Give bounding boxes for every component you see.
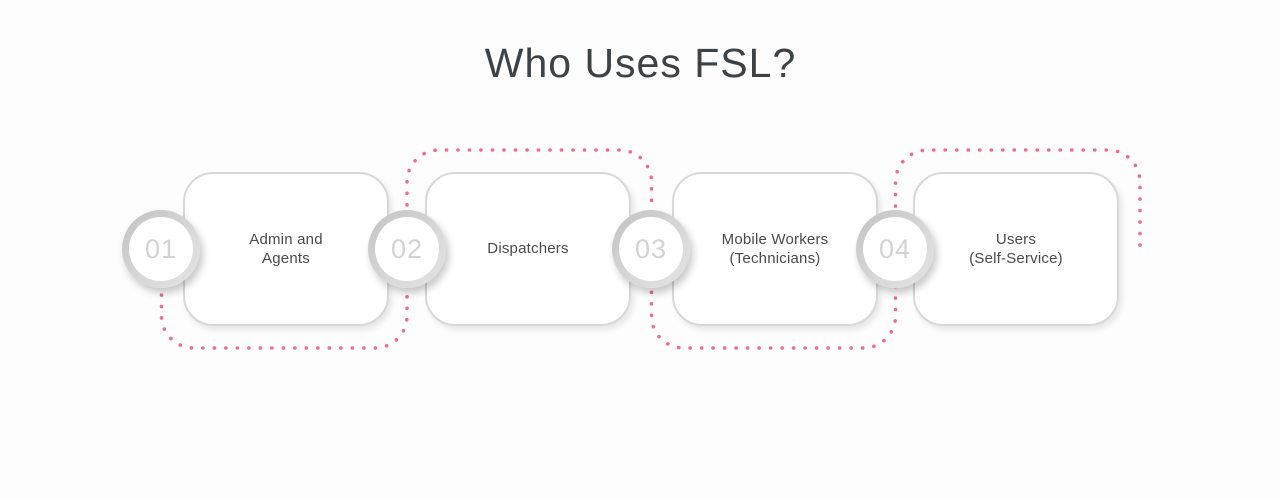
step-label: Dispatchers (487, 240, 569, 258)
step-number: 02 (390, 233, 424, 264)
step-box-dispatchers: Dispatchers (425, 172, 631, 326)
step-box-users-self-service: Users (Self-Service) (913, 172, 1119, 326)
step-number-circle-1: 01 (122, 210, 200, 288)
step-number-circle-4: 04 (856, 210, 934, 288)
step-number-circle-3: 03 (612, 210, 690, 288)
step-box-mobile-workers: Mobile Workers (Technicians) (672, 172, 878, 326)
step-number-circle-2: 02 (368, 210, 446, 288)
step-box-admin-agents: Admin and Agents (183, 172, 389, 326)
step-label: Admin and Agents (249, 230, 323, 268)
step-label: Users (Self-Service) (969, 230, 1063, 268)
page-title: Who Uses FSL? (484, 40, 797, 86)
step-number: 03 (634, 233, 668, 264)
step-label: Mobile Workers (Technicians) (721, 230, 829, 268)
step-number: 04 (878, 233, 912, 264)
step-number: 01 (144, 233, 178, 264)
